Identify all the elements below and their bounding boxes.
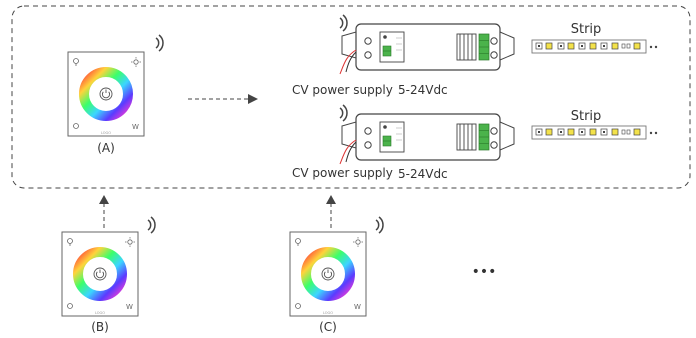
arrow-head-b <box>99 195 109 204</box>
wireless-icon-c <box>375 216 384 234</box>
panel-c-label: (C) <box>319 320 337 334</box>
strip-label-2: Strip <box>571 109 602 124</box>
panel-a-label: (A) <box>97 141 115 155</box>
power-supply-label-2: CV power supply <box>292 166 393 180</box>
wireless-icon-b <box>147 216 156 234</box>
wall-panel-b <box>62 232 138 316</box>
wall-panel-c <box>290 232 366 316</box>
more-indicator: ••• <box>472 264 497 280</box>
power-supply-label-1: CV power supply <box>292 83 393 97</box>
panel-b-label: (B) <box>91 320 109 334</box>
voltage-label-2: 5-24Vdc <box>398 167 448 181</box>
voltage-label-1: 5-24Vdc <box>398 83 448 97</box>
receiver-1 <box>339 14 658 75</box>
receiver-2 <box>339 104 658 165</box>
wireless-icon <box>155 34 164 52</box>
group-boundary <box>11 5 691 189</box>
arrow-head <box>248 94 258 104</box>
strip-label-1: Strip <box>571 22 602 37</box>
wall-panel-a <box>68 52 144 136</box>
arrow-head-c <box>326 195 336 204</box>
